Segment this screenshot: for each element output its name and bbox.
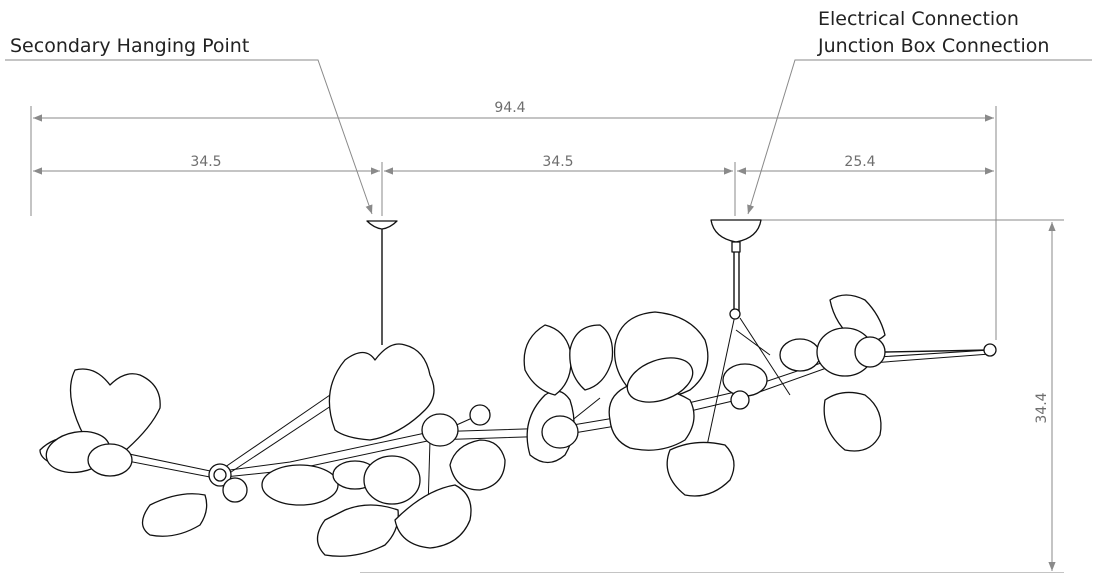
- overall-width-value: 94.4: [494, 100, 525, 116]
- electrical-connection-label: Electrical Connection: [818, 8, 1019, 30]
- segment-right-value: 25.4: [844, 154, 875, 170]
- junction-box-connection-label: Junction Box Connection: [817, 35, 1049, 57]
- glass-globes: [45, 327, 886, 506]
- secondary-canopy: [366, 220, 398, 345]
- callout-electrical-connection: Electrical Connection Junction Box Conne…: [747, 8, 1092, 215]
- junction-box-canopy: [710, 219, 762, 312]
- segment-dimensions: 34.5 34.5 25.4: [33, 154, 994, 216]
- overall-width-dimension: 94.4: [30, 100, 997, 340]
- secondary-hanging-leader: [5, 59, 373, 215]
- height-value: 34.4: [1034, 392, 1050, 423]
- junction-box-leader: [747, 59, 1092, 215]
- height-dimension: 34.4: [360, 219, 1064, 573]
- segment-left-value: 34.5: [190, 154, 221, 170]
- hub-joints: [208, 390, 750, 503]
- segment-middle-value: 34.5: [542, 154, 573, 170]
- callout-secondary-hanging-point: Secondary Hanging Point: [5, 35, 373, 215]
- secondary-hanging-point-label: Secondary Hanging Point: [10, 35, 249, 57]
- ginkgo-leaves: [39, 294, 886, 557]
